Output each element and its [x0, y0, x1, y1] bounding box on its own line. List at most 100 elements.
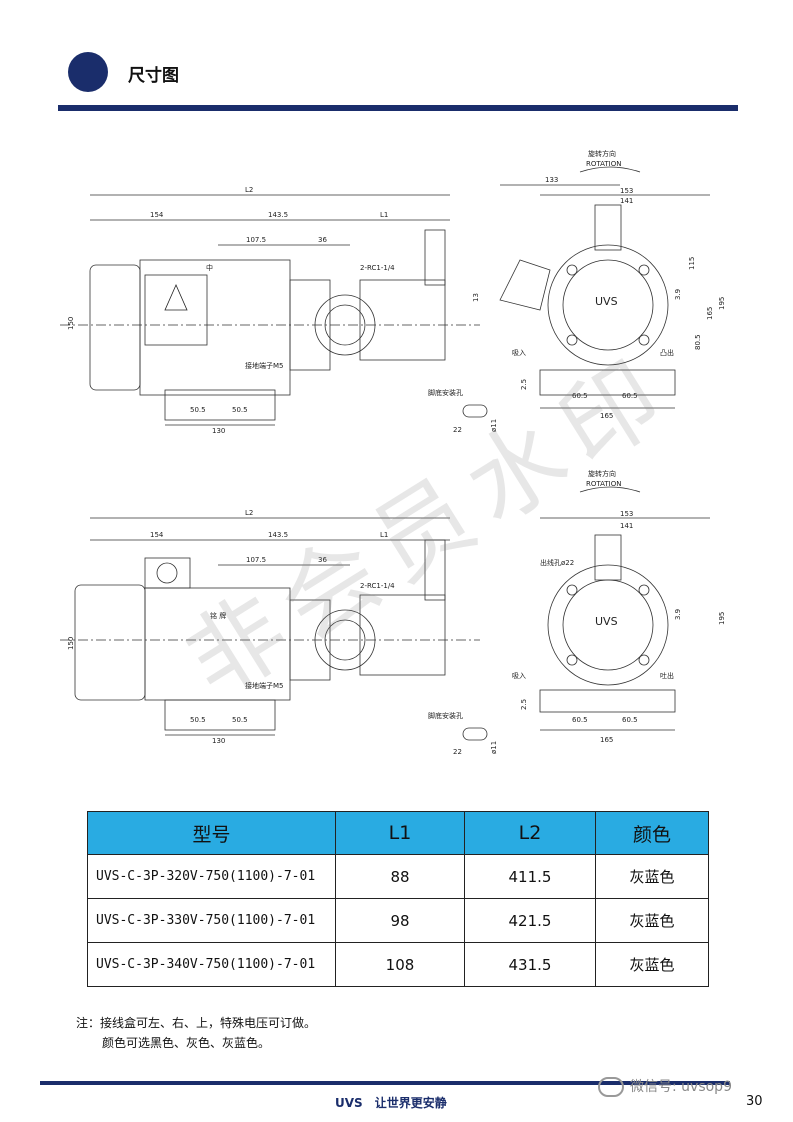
wechat-icon	[598, 1077, 624, 1097]
footer-bar	[40, 1081, 730, 1085]
svg-text:中: 中	[206, 263, 213, 272]
cell-color: 灰蓝色	[595, 854, 709, 899]
dimension-drawing-1: L2 154 143.5 L1 107.5 36 中 2-RC1-1/4 150…	[60, 149, 740, 450]
svg-text:铭 牌: 铭 牌	[210, 611, 226, 620]
svg-text:凸出: 凸出	[660, 348, 674, 357]
svg-text:60.5: 60.5	[622, 716, 638, 724]
cell-model: UVS-C-3P-340V-750(1100)-7-01	[87, 942, 336, 987]
svg-text:107.5: 107.5	[246, 236, 266, 244]
table-row: UVS-C-3P-330V-750(1100)-7-01 98 421.5 灰蓝…	[87, 898, 709, 943]
svg-text:2-RC1-1/4: 2-RC1-1/4	[360, 264, 395, 272]
svg-text:吸入: 吸入	[512, 349, 526, 357]
svg-text:150: 150	[67, 317, 75, 330]
svg-text:107.5: 107.5	[246, 556, 266, 564]
svg-text:50.5: 50.5	[232, 406, 248, 414]
svg-text:115: 115	[688, 257, 696, 270]
cell-l2: 421.5	[464, 898, 596, 943]
svg-text:133: 133	[545, 176, 558, 184]
header-dot	[68, 52, 108, 92]
svg-text:143.5: 143.5	[268, 531, 288, 539]
footer-slogan-text: 让世界更安静	[374, 1096, 447, 1110]
cell-color: 灰蓝色	[595, 942, 709, 987]
svg-text:165: 165	[600, 736, 613, 744]
svg-text:接地端子M5: 接地端子M5	[245, 681, 284, 690]
cell-color: 灰蓝色	[595, 898, 709, 943]
svg-text:150: 150	[67, 637, 75, 650]
cell-l1: 98	[335, 898, 465, 943]
svg-text:L1: L1	[380, 211, 388, 219]
note-line-1: 注：接线盒可左、右、上，特殊电压可订做。	[76, 1016, 317, 1030]
svg-text:吸入: 吸入	[512, 672, 526, 680]
svg-text:ROTATION: ROTATION	[586, 160, 621, 168]
col-header-color: 颜色	[595, 811, 709, 855]
svg-text:143.5: 143.5	[268, 211, 288, 219]
cell-model: UVS-C-3P-320V-750(1100)-7-01	[87, 854, 336, 899]
note-line-2: 颜色可选黑色、灰色、灰蓝色。	[102, 1036, 271, 1050]
cell-l2: 411.5	[464, 854, 596, 899]
svg-text:L2: L2	[245, 509, 253, 517]
svg-text:13: 13	[472, 293, 480, 302]
svg-text:153: 153	[620, 187, 633, 195]
footer-slogan: UVS 让世界更安静	[335, 1094, 447, 1111]
svg-text:50.5: 50.5	[190, 406, 206, 414]
svg-text:130: 130	[212, 427, 225, 435]
svg-text:165: 165	[706, 307, 714, 320]
svg-text:141: 141	[620, 522, 633, 530]
svg-text:L2: L2	[245, 186, 253, 194]
svg-text:80.5: 80.5	[694, 334, 702, 350]
svg-text:L1: L1	[380, 531, 388, 539]
cell-model: UVS-C-3P-330V-750(1100)-7-01	[87, 898, 336, 943]
svg-text:165: 165	[600, 412, 613, 420]
spec-table: 型号 L1 L2 颜色 UVS-C-3P-320V-750(1100)-7-01…	[87, 811, 709, 987]
svg-text:22: 22	[453, 748, 462, 756]
svg-text:50.5: 50.5	[190, 716, 206, 724]
svg-text:60.5: 60.5	[622, 392, 638, 400]
svg-text:36: 36	[318, 236, 327, 244]
svg-text:3.9: 3.9	[674, 289, 682, 300]
svg-text:50.5: 50.5	[232, 716, 248, 724]
col-header-l2: L2	[464, 811, 596, 855]
svg-text:153: 153	[620, 510, 633, 518]
svg-text:2.5: 2.5	[520, 379, 528, 390]
svg-text:UVS: UVS	[595, 615, 618, 628]
svg-text:2-RC1-1/4: 2-RC1-1/4	[360, 582, 395, 590]
svg-text:出线孔ø22: 出线孔ø22	[540, 558, 574, 567]
svg-text:3.9: 3.9	[674, 609, 682, 620]
svg-text:154: 154	[150, 211, 164, 219]
svg-text:脚底安装孔: 脚底安装孔	[428, 388, 463, 397]
svg-text:2.5: 2.5	[520, 699, 528, 710]
svg-text:吐出: 吐出	[660, 671, 674, 680]
dimension-drawing-2: L2 154 143.5 L1 107.5 36 铭 牌 2-RC1-1/4 1…	[60, 460, 740, 760]
svg-text:130: 130	[212, 737, 225, 745]
svg-text:脚底安装孔: 脚底安装孔	[428, 711, 463, 720]
table-header-row: 型号 L1 L2 颜色	[87, 811, 709, 855]
svg-text:ø11: ø11	[490, 419, 498, 432]
svg-text:195: 195	[718, 297, 726, 310]
footer-brand: UVS	[335, 1096, 363, 1110]
table-row: UVS-C-3P-340V-750(1100)-7-01 108 431.5 灰…	[87, 942, 709, 987]
svg-text:60.5: 60.5	[572, 392, 588, 400]
svg-text:旋转方向: 旋转方向	[588, 150, 616, 158]
svg-text:22: 22	[453, 426, 462, 434]
page-title: 尺寸图	[128, 66, 179, 86]
svg-text:60.5: 60.5	[572, 716, 588, 724]
svg-text:195: 195	[718, 612, 726, 625]
wechat-id: 微信号: uvsop9	[630, 1079, 732, 1095]
notes: 注：接线盒可左、右、上，特殊电压可订做。 颜色可选黑色、灰色、灰蓝色。	[76, 1013, 316, 1053]
svg-text:ROTATION: ROTATION	[586, 480, 621, 488]
svg-text:154: 154	[150, 531, 164, 539]
col-header-l1: L1	[335, 811, 465, 855]
col-header-model: 型号	[87, 811, 336, 855]
cell-l1: 108	[335, 942, 465, 987]
svg-text:ø11: ø11	[490, 741, 498, 754]
svg-text:141: 141	[620, 197, 633, 205]
header-bar	[58, 105, 738, 111]
cell-l2: 431.5	[464, 942, 596, 987]
page-number: 30	[746, 1094, 763, 1109]
svg-text:接地端子M5: 接地端子M5	[245, 361, 284, 370]
wechat-watermark: 微信号: uvsop9	[598, 1076, 732, 1097]
cell-l1: 88	[335, 854, 465, 899]
table-row: UVS-C-3P-320V-750(1100)-7-01 88 411.5 灰蓝…	[87, 854, 709, 899]
svg-text:旋转方向: 旋转方向	[588, 469, 616, 478]
svg-text:UVS: UVS	[595, 295, 618, 308]
